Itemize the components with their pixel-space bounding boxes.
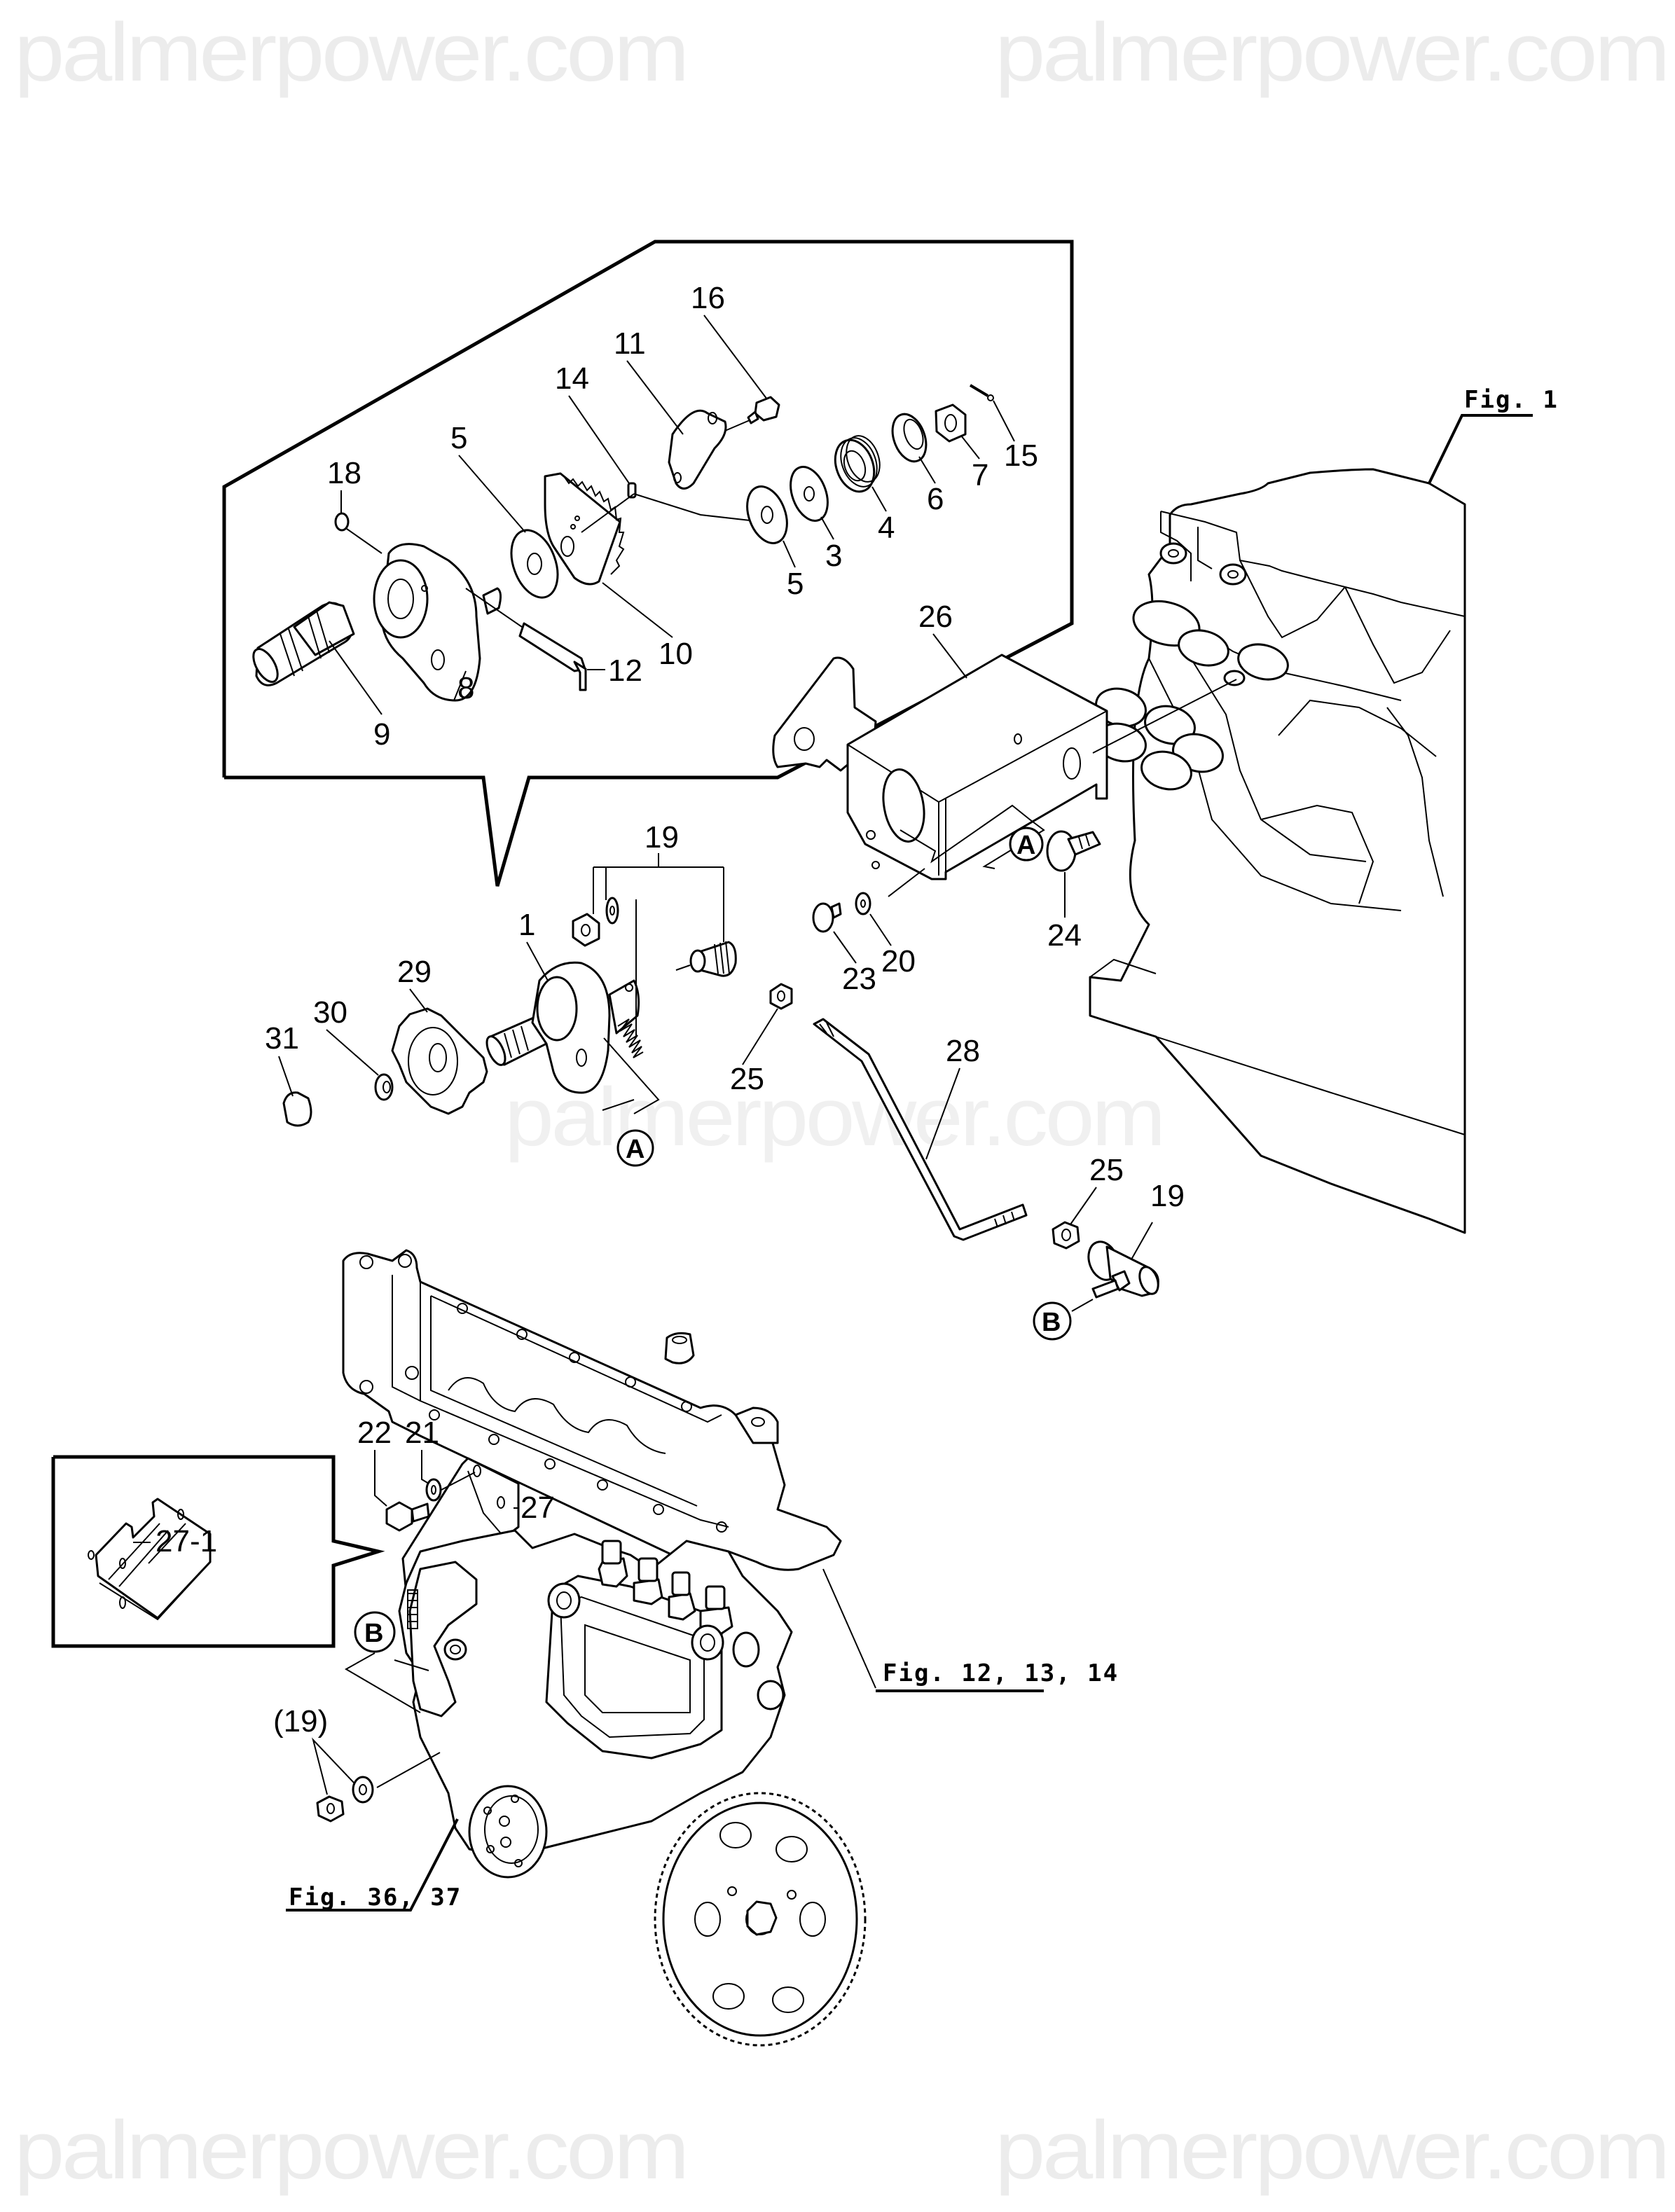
callout-8: 8 <box>457 671 474 705</box>
callout-30: 30 <box>313 995 347 1030</box>
part-16-bolt <box>747 396 780 424</box>
callout-27: 27 <box>521 1491 555 1525</box>
part-19-nut-washer-lower <box>316 1752 441 1823</box>
part-5-washer-left <box>510 529 559 599</box>
part-30-clip <box>374 1073 394 1101</box>
callout-6: 6 <box>927 482 944 516</box>
callout-12: 12 <box>608 654 642 688</box>
callout-29: 29 <box>397 955 432 989</box>
callout-25-lower: 25 <box>1089 1153 1124 1187</box>
part-1-governor-lever-assembly <box>485 961 660 1114</box>
callout-19-upper: 19 <box>645 820 679 855</box>
watermark-bottom-right: palmerpower.com <box>995 2104 1667 2197</box>
exhaust-manifold <box>342 1249 876 1689</box>
part-8-lever-bracket <box>373 543 502 702</box>
part-29-knob <box>391 1007 488 1115</box>
callout-14: 14 <box>555 361 589 396</box>
part-19-stop-set-upper <box>572 866 737 1037</box>
detail-marker-a-lower: A <box>616 1129 654 1167</box>
callout-18: 18 <box>327 456 361 490</box>
callout-21: 21 <box>405 1416 439 1450</box>
callout-9: 9 <box>373 717 390 752</box>
detail-marker-b-lower-text: B <box>364 1619 383 1648</box>
callout-5-left: 5 <box>450 421 467 455</box>
part-5-washer-right <box>746 485 788 544</box>
callout-16: 16 <box>691 281 725 315</box>
detail-marker-b-lower: B <box>344 1611 429 1713</box>
watermarks: palmerpower.com palmerpower.com palmerpo… <box>14 6 1670 2197</box>
drive-gear <box>654 1792 867 2047</box>
part-26-bracket <box>772 654 1237 897</box>
callout-25-upper: 25 <box>730 1062 764 1096</box>
detail-marker-a-upper: A <box>1009 827 1044 862</box>
callout-19-lower: 19 <box>1150 1179 1185 1213</box>
inset-parts <box>252 384 994 702</box>
part-4-spring <box>834 435 881 493</box>
engine-block <box>1089 468 1466 1234</box>
part-24-bolt <box>1046 830 1101 872</box>
part-3-washer <box>790 466 829 522</box>
ref-fig-1: Fig. 1 <box>1428 386 1559 484</box>
callout-4: 4 <box>878 511 895 545</box>
inset-callouts: 16 11 14 5 18 15 7 6 4 3 5 10 12 8 9 <box>327 281 1038 752</box>
callout-3: 3 <box>825 539 842 573</box>
part-11-lever-plate <box>668 409 750 490</box>
part-10-sector-gear <box>544 472 625 586</box>
callout-15: 15 <box>1004 438 1038 473</box>
inset-27-1-frame <box>51 1455 385 1648</box>
part-6-cup <box>891 413 928 463</box>
part-25-nut-upper <box>769 983 793 1010</box>
part-19-swivel-lower <box>1087 1240 1159 1299</box>
part-27-1-bracket <box>88 1498 212 1621</box>
callout-19-parenthesized: (19) <box>273 1704 328 1739</box>
callout-11: 11 <box>614 326 646 361</box>
callout-27-1: 27-1 <box>156 1524 217 1558</box>
callout-1: 1 <box>518 908 535 942</box>
injection-pump <box>398 1529 867 2047</box>
part-18-set-screw <box>334 512 382 554</box>
callout-10: 10 <box>659 637 693 671</box>
part-9-shaft <box>252 601 355 686</box>
watermark-bottom-left: palmerpower.com <box>14 2104 687 2197</box>
callout-7: 7 <box>972 458 988 492</box>
part-23-bolt <box>812 902 842 933</box>
callout-28: 28 <box>946 1034 980 1068</box>
callout-23: 23 <box>842 962 876 996</box>
part-7-nut <box>935 403 967 443</box>
part-20-washer <box>855 892 871 915</box>
watermark-center: palmerpower.com <box>504 1071 1163 1163</box>
part-12-stop-pin <box>465 588 587 691</box>
fig-1-label: Fig. 1 <box>1464 386 1559 414</box>
part-15-cotter-pin <box>969 384 994 401</box>
ref-fig-36-37: Fig. 36, 37 <box>286 1818 462 1912</box>
part-14-pin <box>581 482 763 533</box>
detail-marker-b-upper: B <box>1033 1299 1094 1341</box>
callout-5-right: 5 <box>787 567 804 601</box>
callout-20: 20 <box>881 944 916 979</box>
part-28-rod <box>813 1018 1028 1241</box>
delivery-valves <box>598 1540 733 1635</box>
callout-26: 26 <box>918 600 953 634</box>
callout-24: 24 <box>1047 918 1082 953</box>
part-21-washer <box>425 1478 442 1502</box>
part-25-nut-lower <box>1052 1221 1080 1250</box>
ref-fig-12-13-14: Fig. 12, 13, 14 <box>876 1659 1119 1692</box>
callout-31: 31 <box>265 1021 299 1056</box>
detail-marker-a-lower-text: A <box>626 1135 645 1164</box>
part-22-bolt <box>385 1501 430 1532</box>
part-31-cap-nut <box>282 1091 312 1127</box>
watermark-top-left: palmerpower.com <box>14 6 687 99</box>
watermark-top-right: palmerpower.com <box>995 6 1667 99</box>
callout-22: 22 <box>357 1416 392 1450</box>
detail-marker-a-upper-text: A <box>1016 831 1035 860</box>
fig-36-37-label: Fig. 36, 37 <box>289 1883 462 1912</box>
fig-12-13-14-label: Fig. 12, 13, 14 <box>883 1659 1119 1687</box>
detail-marker-b-upper-text: B <box>1042 1308 1061 1337</box>
